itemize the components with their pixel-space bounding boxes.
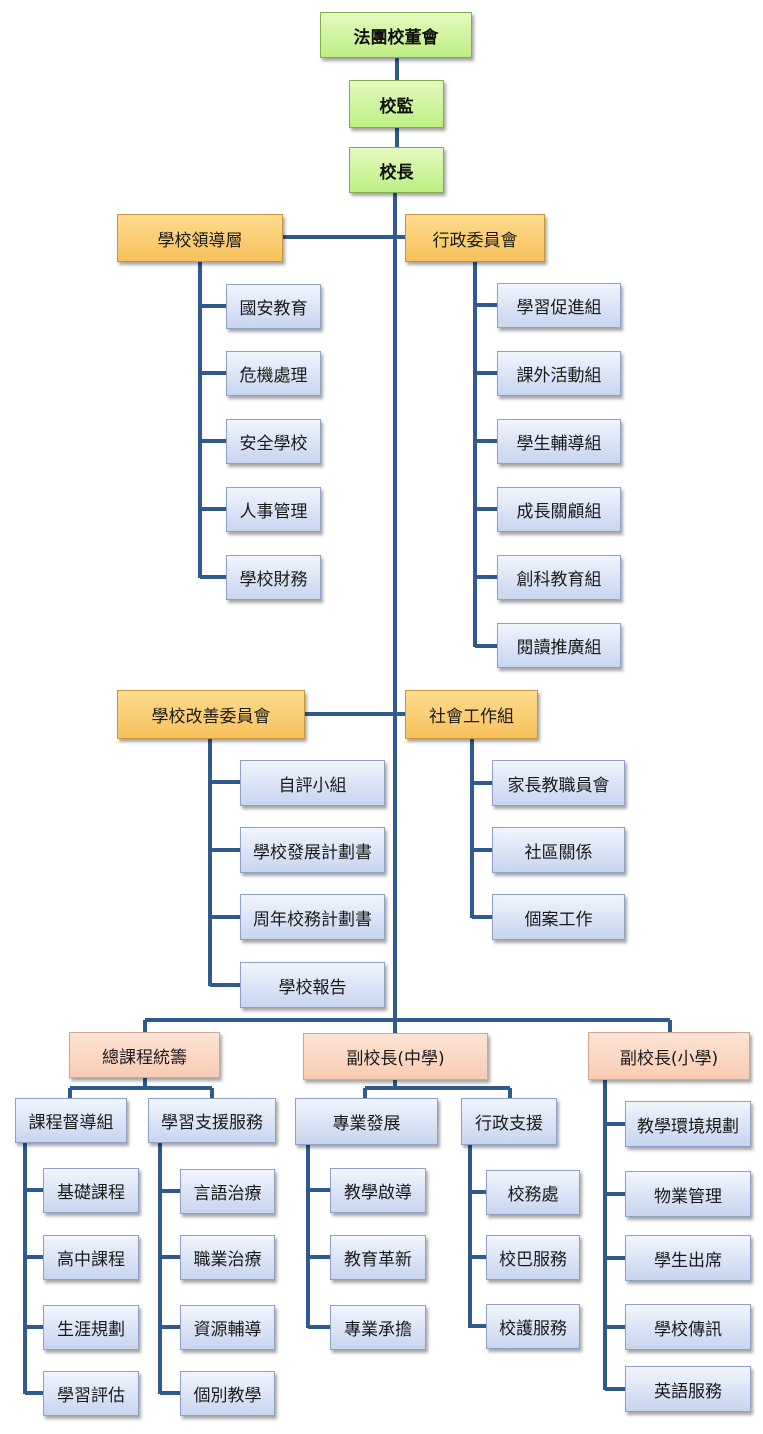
improvement-item: 學校發展計劃書 [240, 827, 385, 873]
curriculum-box: 總課程統籌 [69, 1032, 220, 1078]
vp-primary-box: 副校長(小學) [588, 1032, 750, 1080]
admin-committee-item: 學習促進組 [497, 283, 621, 328]
leadership-item: 安全學校 [226, 419, 321, 464]
support-item: 言語治療 [180, 1169, 275, 1214]
vp-primary-item: 教學環境規劃 [625, 1101, 751, 1147]
vp-secondary-box: 副校長(中學) [303, 1033, 488, 1080]
principal-box: 校長 [349, 147, 444, 193]
admin-committee-item: 課外活動組 [497, 351, 621, 396]
vp-primary-item: 學生出席 [625, 1235, 751, 1281]
leadership-box: 學校領導層 [117, 214, 283, 262]
admin-committee-item: 閱讀推廣組 [497, 623, 621, 668]
vp-primary-item: 物業管理 [625, 1171, 751, 1217]
learning-support-box: 學習支援服務 [148, 1098, 276, 1143]
curriculum-item: 高中課程 [43, 1235, 139, 1280]
curriculum-item: 基礎課程 [43, 1168, 139, 1213]
leadership-item: 人事管理 [226, 487, 321, 532]
social-work-item: 社區關係 [492, 827, 625, 873]
vp-primary-item: 英語服務 [625, 1366, 751, 1412]
support-item: 個別教學 [180, 1371, 275, 1416]
social-work-item: 家長教職員會 [492, 760, 625, 806]
admin-committee-item: 創科教育組 [497, 555, 621, 600]
support-item: 職業治療 [180, 1235, 275, 1280]
professional-development-box: 專業發展 [295, 1098, 438, 1145]
professional-item: 教育革新 [330, 1235, 426, 1280]
professional-item: 專業承擔 [330, 1305, 426, 1350]
admin-committee-item: 成長關顧組 [497, 487, 621, 532]
professional-item: 教學啟導 [330, 1168, 426, 1213]
leadership-item: 學校財務 [226, 555, 321, 600]
improvement-item: 周年校務計劃書 [240, 894, 385, 940]
admin-support-item: 校巴服務 [486, 1235, 580, 1280]
curriculum-supervision-box: 課程督導組 [15, 1098, 127, 1143]
leadership-item: 危機處理 [226, 351, 321, 396]
improvement-item: 學校報告 [240, 962, 385, 1008]
admin-support-box: 行政支援 [461, 1098, 557, 1145]
support-item: 資源輔導 [180, 1305, 275, 1350]
improvement-item: 自評小組 [240, 760, 385, 806]
admin-committee-item: 學生輔導組 [497, 419, 621, 464]
admin-support-item: 校務處 [486, 1170, 580, 1215]
curriculum-item: 生涯規劃 [43, 1305, 139, 1350]
vp-primary-item: 學校傳訊 [625, 1304, 751, 1350]
social-work-box: 社會工作組 [405, 690, 538, 739]
admin-committee-box: 行政委員會 [405, 214, 545, 262]
improvement-committee-box: 學校改善委員會 [117, 690, 305, 739]
admin-support-item: 校護服務 [486, 1304, 580, 1349]
curriculum-item: 學習評估 [43, 1371, 139, 1416]
board-box: 法團校董會 [320, 12, 472, 58]
social-work-item: 個案工作 [492, 894, 625, 940]
supervisor-box: 校監 [349, 80, 444, 128]
leadership-item: 國安教育 [226, 284, 321, 329]
